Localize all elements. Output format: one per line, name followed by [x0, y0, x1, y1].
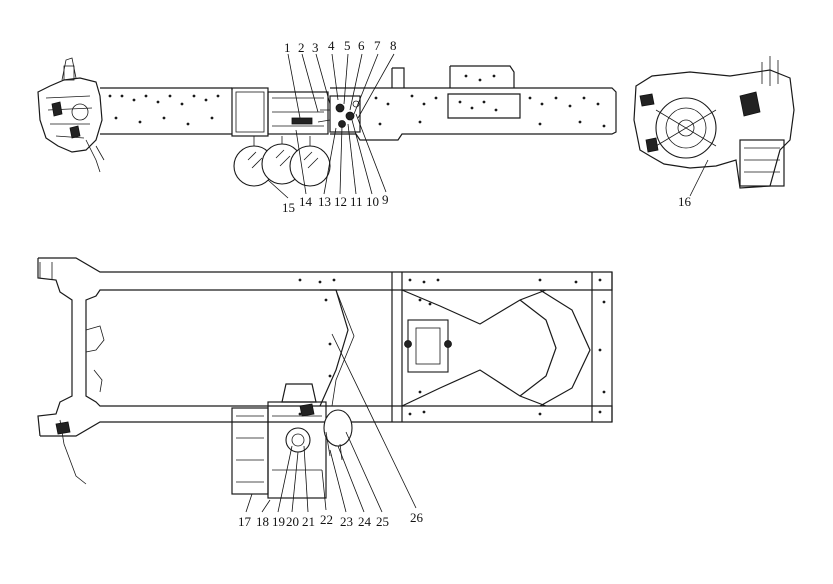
callout-9: 9 — [382, 192, 389, 207]
callout-8: 8 — [390, 38, 397, 53]
callouts-top-lower: 15 14 13 12 11 10 9 — [282, 192, 389, 215]
callout-11: 11 — [350, 194, 363, 209]
leaders-top-lower — [267, 113, 387, 199]
callout-19: 19 — [272, 514, 285, 529]
leaders-bottom — [245, 333, 417, 513]
callout-10: 10 — [366, 194, 379, 209]
callouts-top-upper: 1 2 3 4 5 6 7 8 — [284, 38, 397, 55]
callouts-bottom: 17 18 19 20 21 22 23 24 25 26 — [238, 510, 424, 529]
callout-1: 1 — [284, 40, 291, 55]
rear-end-view: 16 — [633, 56, 795, 209]
callout-5: 5 — [344, 38, 351, 53]
air-tanks-side — [233, 136, 331, 187]
callout-13: 13 — [318, 194, 331, 209]
callout-3: 3 — [312, 40, 319, 55]
callout-24: 24 — [358, 514, 372, 529]
callout-7: 7 — [374, 38, 381, 53]
callout-16: 16 — [678, 194, 692, 209]
battery-box-side — [231, 87, 329, 137]
leaders-top-upper — [287, 53, 395, 119]
front-axle-assembly-side — [37, 57, 105, 173]
callout-22: 22 — [320, 512, 333, 527]
callout-23: 23 — [340, 514, 353, 529]
callout-18: 18 — [256, 514, 269, 529]
callout-21: 21 — [302, 514, 315, 529]
callout-14: 14 — [299, 194, 313, 209]
frame-rivet-holes-side — [108, 74, 606, 128]
callout-25: 25 — [376, 514, 389, 529]
top-view-chassis: 17 18 19 20 21 22 23 24 25 26 — [37, 257, 613, 529]
bottom-air-tank — [323, 409, 353, 461]
callout-6: 6 — [358, 38, 365, 53]
side-view-chassis: 1 2 3 4 5 6 7 8 15 14 13 12 11 10 9 — [37, 38, 617, 215]
callout-2: 2 — [298, 40, 305, 55]
callout-15: 15 — [282, 200, 295, 215]
fuel-tank-assembly-top — [231, 383, 327, 499]
callout-26: 26 — [410, 510, 424, 525]
callout-17: 17 — [238, 514, 252, 529]
callout-12: 12 — [334, 194, 347, 209]
callout-4: 4 — [328, 38, 335, 53]
callout-20: 20 — [286, 514, 299, 529]
